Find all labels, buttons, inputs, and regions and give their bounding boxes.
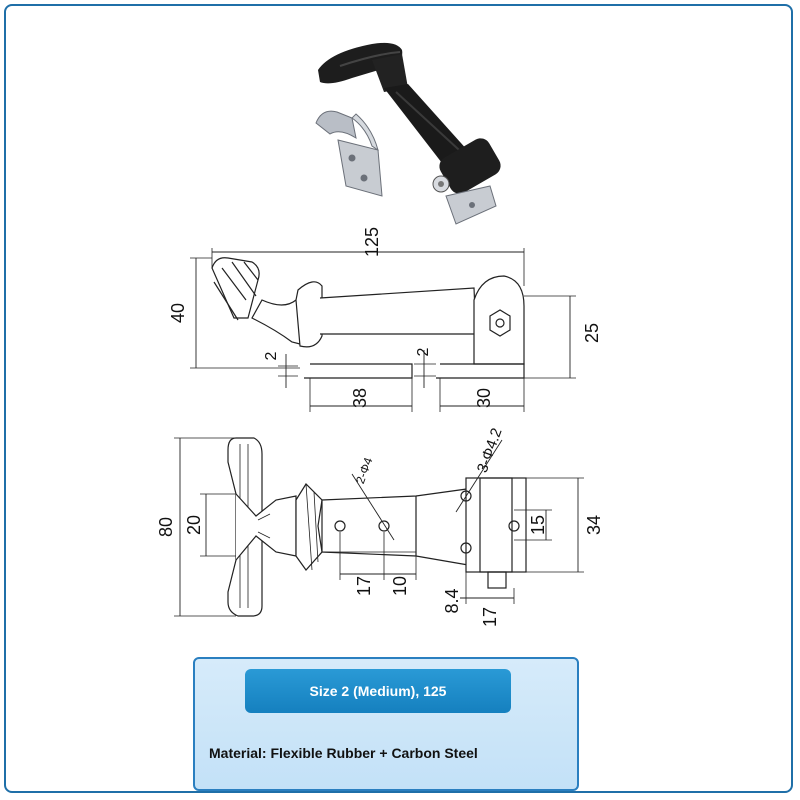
dim-hole-right-label: 3-Φ4.2 <box>474 426 506 475</box>
dim-base-left: 38 <box>350 388 370 408</box>
product-photo <box>315 42 501 225</box>
catch-bracket-image <box>315 110 383 197</box>
dim-right-offset: 8.4 <box>442 588 462 613</box>
spec-panel: Size 2 (Medium), 125 Material: Flexible … <box>193 657 579 791</box>
top-view-drawing <box>174 437 584 617</box>
dim-left-spacing: 10 <box>390 576 410 596</box>
material-label: Material: Flexible Rubber + Carbon Steel <box>209 745 478 761</box>
dim-hole-left-label: 2-Φ4 <box>353 455 375 485</box>
dim-grip-width: 20 <box>184 515 204 535</box>
size-button[interactable]: Size 2 (Medium), 125 <box>245 669 511 713</box>
dim-total-length: 125 <box>362 227 382 257</box>
side-view-drawing <box>190 248 576 412</box>
dim-gap-left: 2 <box>263 351 280 360</box>
dim-height: 40 <box>168 303 188 323</box>
dim-base-right: 30 <box>474 388 494 408</box>
rubber-latch-image <box>318 42 501 225</box>
dim-right-spacing: 17 <box>480 607 500 627</box>
dim-gap-right: 2 <box>415 347 432 356</box>
dim-bracket-height: 25 <box>582 323 602 343</box>
dim-left-offset: 17 <box>354 576 374 596</box>
dim-bracket-width: 34 <box>584 515 604 535</box>
dim-hole-spacing: 15 <box>528 515 548 535</box>
dim-total-width: 80 <box>156 517 176 537</box>
